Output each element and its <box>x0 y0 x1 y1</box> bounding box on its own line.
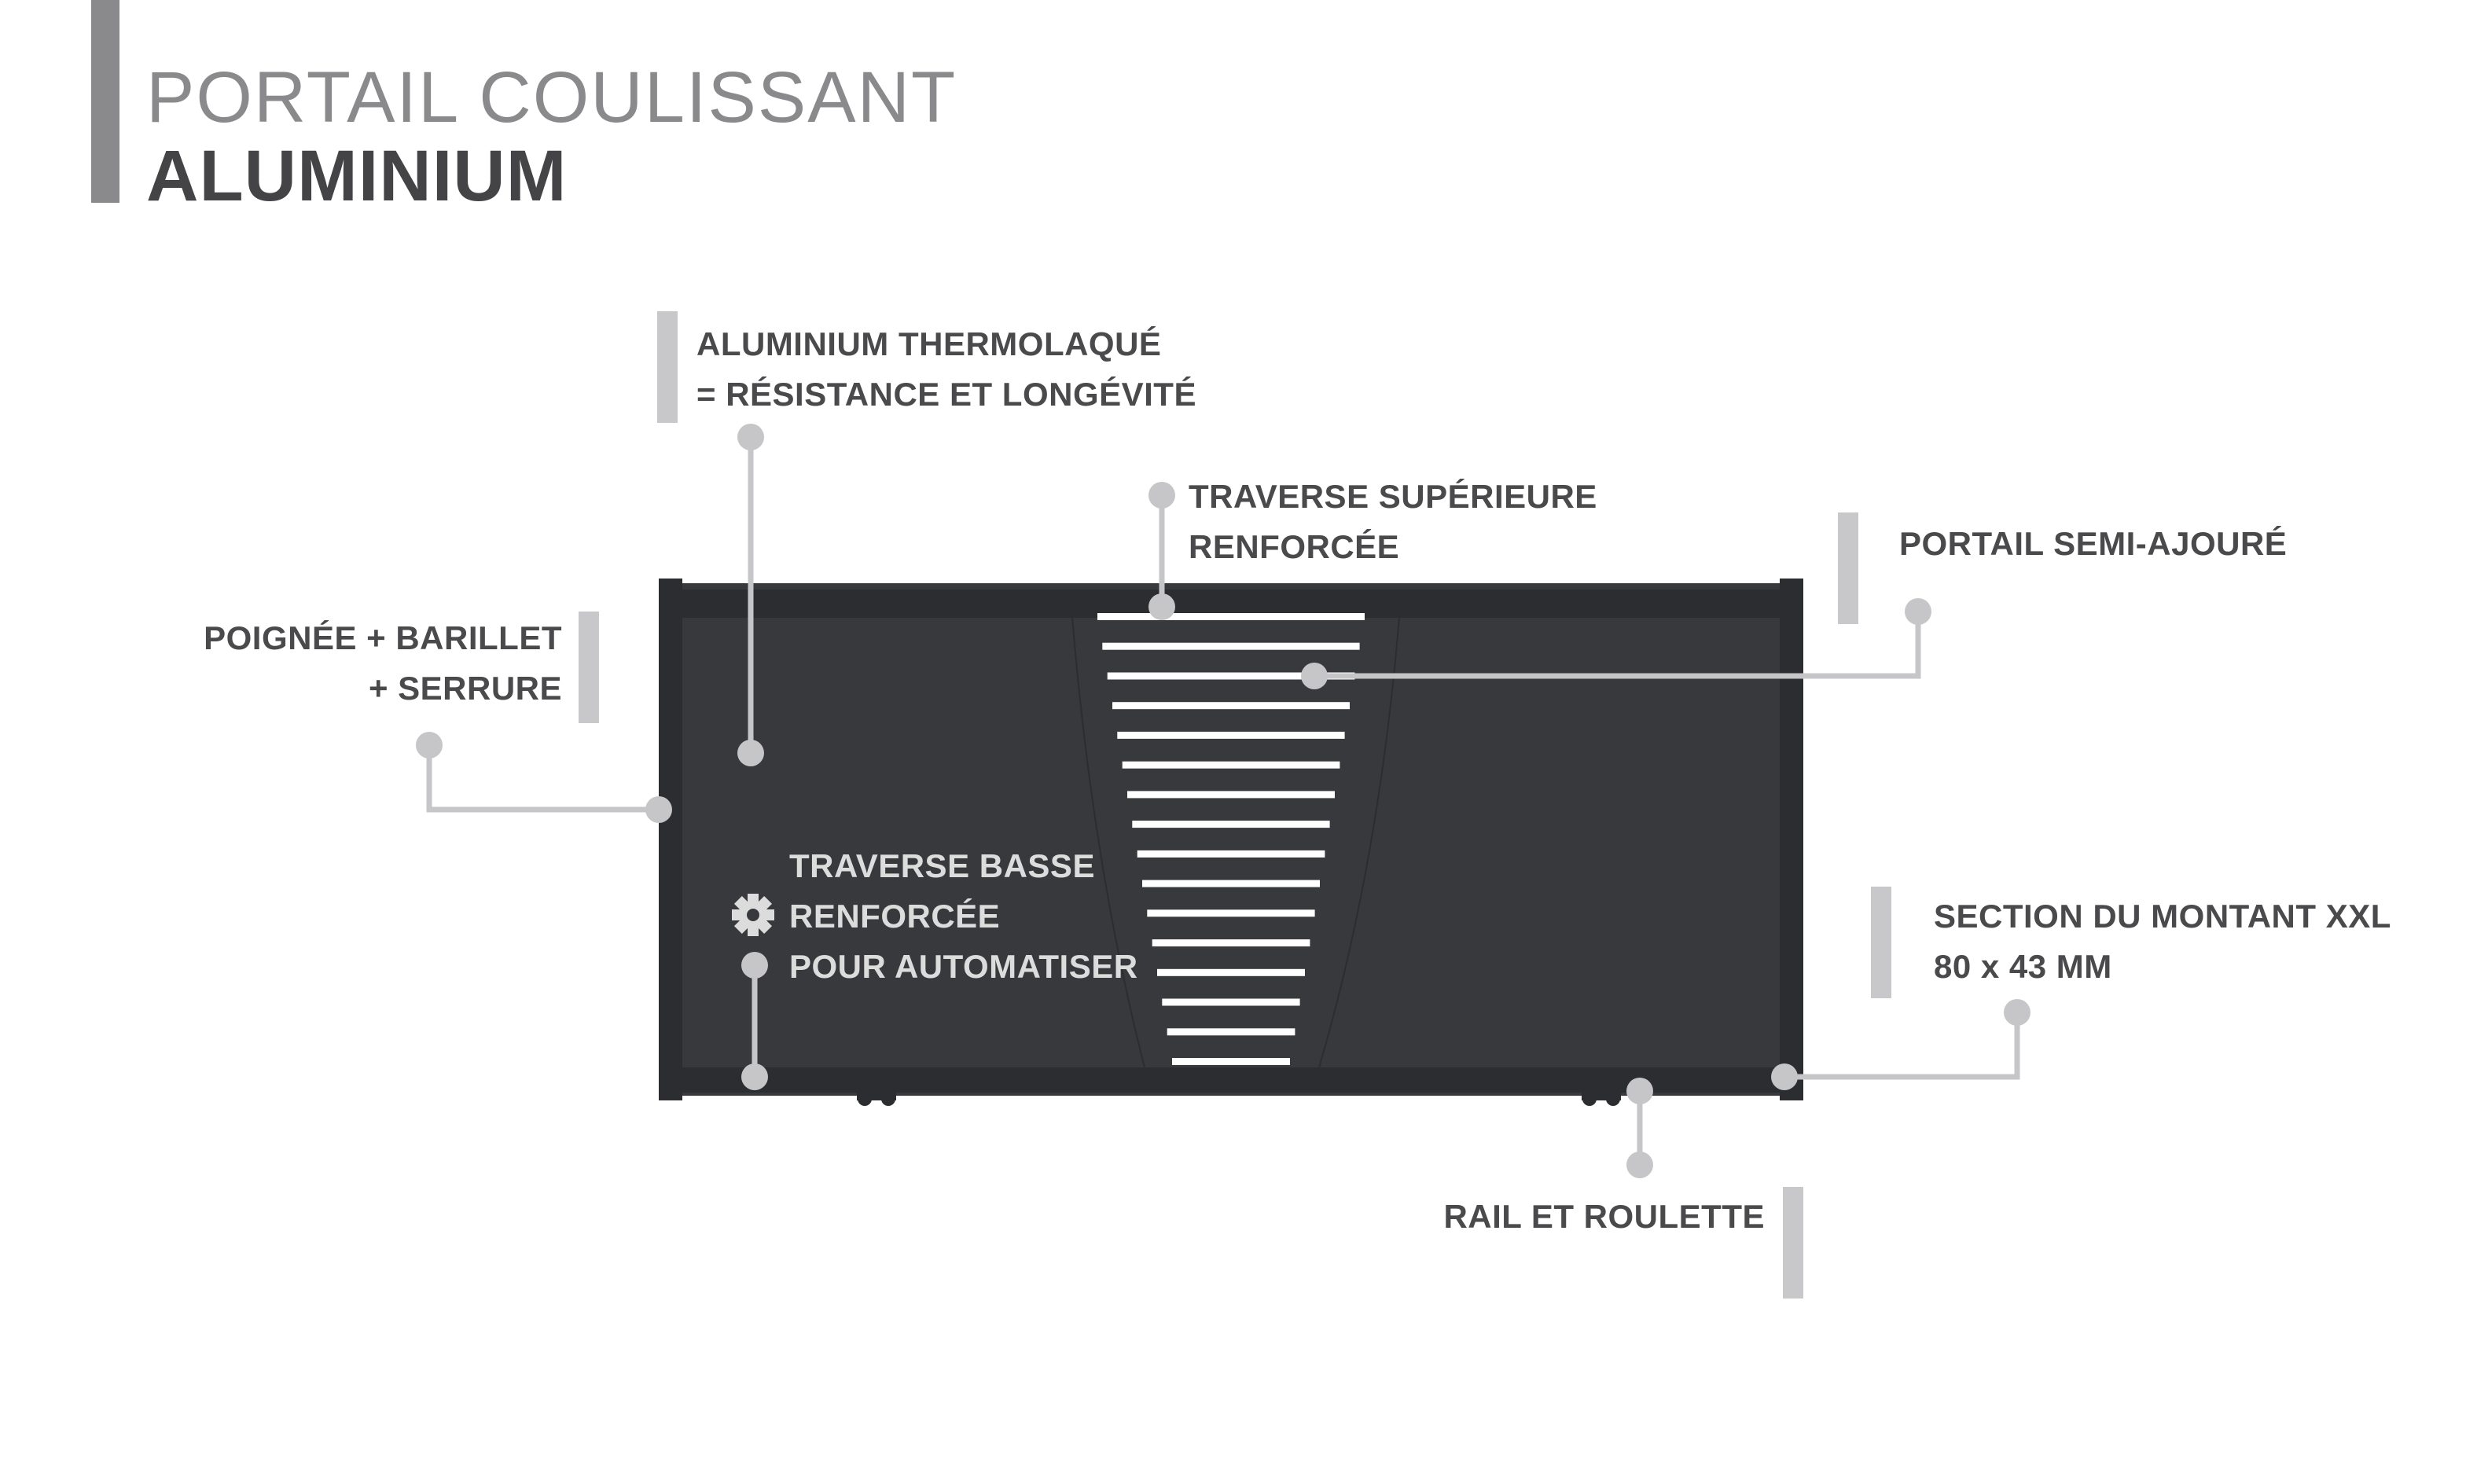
label-traverse-basse-line3: POUR AUTOMATISER <box>789 948 1138 985</box>
dot-poignee-end <box>645 796 672 823</box>
leader-semi-ajoure <box>1314 612 1921 679</box>
dot-traverse-basse-top <box>741 952 768 979</box>
gate-slat <box>1172 1058 1290 1065</box>
gate-wheel-right <box>1582 1092 1621 1106</box>
gate-slat <box>1152 939 1310 947</box>
gate-right-post <box>1780 579 1803 1100</box>
dot-traverse-sup-top <box>1148 482 1175 509</box>
gate-slat <box>1102 642 1360 650</box>
label-thermolaque-line2: = RÉSISTANCE ET LONGÉVITÉ <box>696 376 1196 413</box>
bar-thermolaque <box>657 311 678 423</box>
bar-montant <box>1871 887 1891 998</box>
dot-thermolaque-top <box>737 424 764 450</box>
dot-thermolaque-end <box>737 740 764 766</box>
gate-slat <box>1167 1028 1295 1036</box>
label-thermolaque-line1: ALUMINIUM THERMOLAQUÉ <box>696 325 1162 362</box>
dot-semi-ajoure-end <box>1301 663 1328 689</box>
gate-inset-right-curve <box>1318 616 1400 1068</box>
gate-slat <box>1117 731 1345 739</box>
label-rail: RAIL ET ROULETTE <box>1443 1192 1765 1242</box>
label-semi-ajoure: PORTAIL SEMI-AJOURÉ <box>1899 519 2287 569</box>
gate-slat <box>1142 880 1320 887</box>
gate-slat <box>1107 672 1355 680</box>
gate-slats <box>1097 613 1365 1065</box>
gate-slat <box>1097 613 1365 620</box>
dot-semi-ajoure-top <box>1905 598 1931 625</box>
label-montant-line1: SECTION DU MONTANT XXL <box>1934 898 2391 935</box>
label-montant: SECTION DU MONTANT XXL 80 x 43 MM <box>1934 891 2391 992</box>
dot-montant-end <box>1771 1063 1798 1090</box>
label-thermolaque: ALUMINIUM THERMOLAQUÉ = RÉSISTANCE ET LO… <box>696 319 1196 420</box>
gate-slat <box>1157 968 1305 976</box>
dot-rail-end <box>1626 1152 1653 1178</box>
label-poignee-line2: + SERRURE <box>368 670 562 707</box>
title-accent-bar <box>91 0 119 203</box>
bar-poignee <box>579 612 599 723</box>
gear-icon <box>732 894 774 936</box>
leader-poignee <box>426 745 659 813</box>
gate-slat <box>1137 850 1325 858</box>
gate-slat <box>1112 702 1350 710</box>
gate-bottom-rail <box>681 1069 1781 1093</box>
dot-traverse-sup-end <box>1148 593 1175 620</box>
dot-traverse-basse-end <box>741 1063 768 1090</box>
label-traverse-basse: TRAVERSE BASSE RENFORCÉE POUR AUTOMATISE… <box>789 841 1138 992</box>
label-poignee-line1: POIGNÉE + BARILLET <box>204 619 562 656</box>
gate-slat <box>1162 998 1300 1006</box>
label-traverse-basse-line1: TRAVERSE BASSE <box>789 847 1095 884</box>
dot-poignee-top <box>416 732 443 759</box>
label-traverse-sup-line1: TRAVERSE SUPÉRIEURE <box>1189 478 1597 515</box>
gate-panel <box>659 583 1803 1096</box>
gate-wheel-left <box>857 1092 896 1106</box>
gate-left-post <box>659 579 682 1100</box>
dot-rail-top <box>1626 1078 1653 1104</box>
gate-top-rail <box>681 590 1781 616</box>
title-line-2: ALUMINIUM <box>146 136 568 216</box>
bar-rail <box>1783 1187 1803 1298</box>
leader-montant <box>1784 1012 2020 1080</box>
label-montant-line2: 80 x 43 MM <box>1934 948 2112 985</box>
gate-slat <box>1132 821 1330 828</box>
label-traverse-sup-line2: RENFORCÉE <box>1189 528 1400 565</box>
gate-inset-left-curve <box>1071 616 1145 1068</box>
gate-slat <box>1127 791 1335 799</box>
label-traverse-sup: TRAVERSE SUPÉRIEURE RENFORCÉE <box>1189 472 1597 572</box>
label-poignee: POIGNÉE + BARILLET + SERRURE <box>204 613 562 714</box>
bar-semi-ajoure <box>1838 512 1858 624</box>
title-line-1: PORTAIL COULISSANT <box>146 57 957 138</box>
label-rail-line1: RAIL ET ROULETTE <box>1443 1198 1765 1235</box>
dot-montant-top <box>2004 999 2030 1026</box>
label-traverse-basse-line2: RENFORCÉE <box>789 898 1001 935</box>
gate-slat <box>1147 909 1315 917</box>
label-semi-ajoure-line1: PORTAIL SEMI-AJOURÉ <box>1899 525 2288 562</box>
gate-slat <box>1122 761 1340 769</box>
